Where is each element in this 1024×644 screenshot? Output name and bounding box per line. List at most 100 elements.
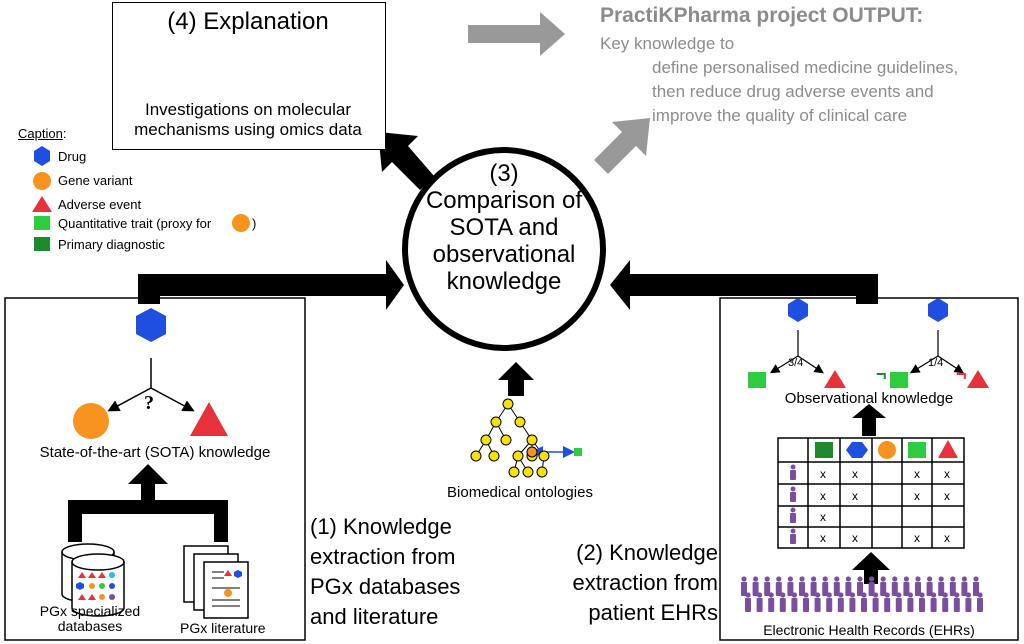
db-label-line1: PGx specialized [39,603,141,619]
patient-figure-body [915,582,921,596]
ehrs-to-table-arrow [852,552,890,584]
caption-item-primary-diagnostic: Primary diagnostic [58,237,165,252]
patient-figure-head [950,576,956,582]
patient-figure-body [942,598,949,612]
patient-figure-body [861,598,867,612]
patient-figure-head [892,576,898,582]
frac-right: 1/4 [928,357,944,369]
explanation-subtitle-line2: mechanisms using omics data [134,120,362,139]
patient-figure-body [787,582,794,596]
caption-item-quant-trait-suffix: ) [252,216,257,231]
db-label-line2: databases [57,618,123,634]
cell-r2-c4: x [914,489,920,503]
patient-figure-head [896,592,902,598]
caption-adverse-event-icon [32,196,52,212]
patient-figure-body [891,582,898,596]
patient-figure-head [787,576,794,582]
patient-figure-body [857,582,863,596]
caption-item-adverse-event: Adverse event [58,197,142,212]
sota-knowledge-graph [73,308,228,439]
cell-r2-c1: x [820,489,826,503]
obs-knowledge-label: Observational knowledge [784,390,954,407]
cell-r1-c4: x [914,467,920,481]
caption-primary-diagnostic-icon [34,237,50,251]
patient-figure-body [930,598,937,612]
patient-figure-head [907,592,914,598]
patient-figure-body [768,598,775,612]
sota-label: State-of-the-art (SOTA) knowledge [39,444,271,461]
cell-r1-c1: x [820,467,826,481]
sota-question-mark: ? [144,392,154,414]
patient-figure-head [815,592,821,598]
patient-figure-body [775,582,782,596]
patient-figure-head [927,576,933,582]
ontology-tree-icon [470,398,582,478]
patient-figure-body [938,582,945,596]
sota-to-comparison-arrow [138,260,404,310]
step2-line1: (2) Knowledge [576,540,718,565]
step2-text: (2) Knowledge extraction from patient EH… [573,538,719,628]
sota-adverse-event-icon [190,402,228,436]
patient-figure-body [845,582,852,596]
caption-icons [32,146,250,251]
caption-item-gene-variant: Gene variant [58,173,133,188]
patient-figure-head [977,592,983,598]
patient-figure-body [826,598,833,612]
sota-gene-variant-icon [73,403,109,439]
patient-figure-head [938,576,944,582]
cell-r4-c5: x [944,531,950,545]
explanation-arrow [378,132,434,190]
center-number: (3) [489,160,519,187]
center-text: (3) Comparison of SOTA and observational… [404,160,604,295]
ehr-to-comparison-arrow [610,260,878,310]
patient-figure-head [799,576,805,582]
caption-title-text: Caption [18,126,63,141]
sota-panel [4,297,306,641]
patient-figure-head [822,576,828,582]
center-line4: knowledge [446,268,562,295]
patient-figure-body [791,598,798,612]
step1-line2: extraction from [310,544,456,569]
patient-figure-head [803,592,809,598]
cell-r2-c2: x [852,489,858,503]
patient-figure-body [926,582,933,596]
step2-line2: extraction from [572,570,719,595]
ehr-table [777,437,965,549]
patient-figure-head [861,592,867,598]
sources-to-sota-arrow [68,464,228,542]
patient-figure-head [884,592,890,598]
patient-figure-body [895,598,902,612]
output-line1: Key knowledge to [600,34,735,53]
patient-figure-body [868,582,875,596]
patient-figure-body [880,582,887,596]
caption-item-drug: Drug [58,149,87,164]
cell-r1-c5: x [944,467,950,481]
database-icon [61,543,125,617]
patient-figure-head [741,576,747,582]
patient-figure-head [845,576,852,582]
patient-figure-head [973,576,979,582]
patient-figure-body [799,582,805,596]
caption-proxy-gene-icon [232,214,250,232]
patient-figure-head [753,576,759,582]
cell-r2-c5: x [944,489,950,503]
patient-figure-body [872,598,879,612]
ontology-arrow [498,362,534,396]
output-line2: define personalised medicine guidelines, [652,58,959,77]
output-title: PractiKPharma project OUTPUT: [600,4,924,27]
step1-line1: (1) Knowledge [310,514,452,539]
step2-line3: patient EHRs [588,600,718,625]
table-to-obs-arrow [852,404,886,436]
patient-figure-head [903,576,910,582]
patient-figure-head [834,576,840,582]
ontologies-label: Biomedical ontologies [447,484,593,501]
cell-r4-c4: x [914,531,920,545]
neg-adverse-event: ¬ [956,364,967,384]
patient-figure-head [745,592,751,598]
caption-drug-icon [34,146,50,166]
literature-label: PGx literature [180,620,266,636]
patient-figure-body [756,598,763,612]
sota-drug-icon [136,308,166,342]
patient-figure-body [849,598,856,612]
output-line3: then reduce drug adverse events and [652,82,934,101]
